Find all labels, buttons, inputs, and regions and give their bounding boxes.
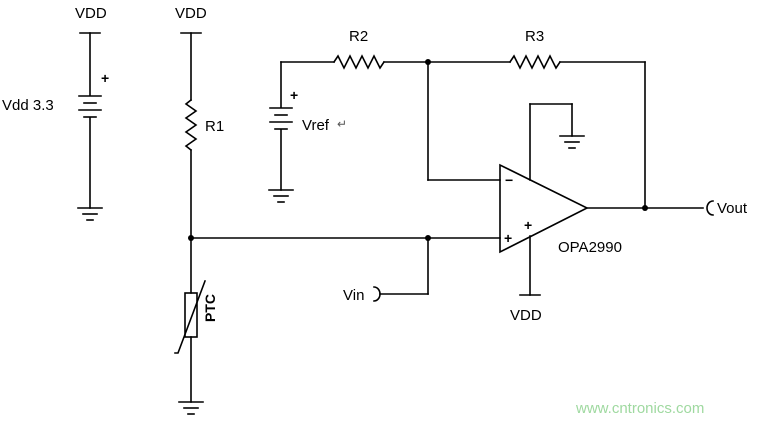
vin-input: Vin xyxy=(343,237,429,304)
resistor-r2 xyxy=(332,54,386,70)
ground-symbol-left xyxy=(77,207,103,221)
r1-label: R1 xyxy=(205,118,224,135)
vdd-left-label: VDD xyxy=(75,5,107,22)
vref-plus-sign: + xyxy=(290,87,298,103)
vref-source: + Vref ↵ xyxy=(268,61,347,203)
junction-dot-output xyxy=(642,205,648,211)
opamp-minus-sign: − xyxy=(505,172,513,188)
ground-symbol-ptc xyxy=(178,401,204,415)
r3-label: R3 xyxy=(525,28,544,45)
vref-label: Vref xyxy=(302,117,330,134)
resistor-r3 xyxy=(508,54,562,70)
ground-symbol-vref xyxy=(268,189,294,203)
opamp-opa2990: − + + OPA2990 xyxy=(499,163,622,256)
opamp-supply-plus-sign: + xyxy=(524,217,532,233)
watermark-text: www.cntronics.com xyxy=(575,400,704,417)
sensor-branch: VDD R1 PTC xyxy=(174,5,501,415)
vdd-bottom-label: VDD xyxy=(510,307,542,324)
opamp-plus-input-sign: + xyxy=(504,230,512,246)
battery-plus-sign: + xyxy=(101,70,109,86)
vin-label: Vin xyxy=(343,287,364,304)
ground-symbol-opamp xyxy=(559,135,585,149)
resistor-r1 xyxy=(184,98,198,152)
battery-voltage-label: Vdd 3.3 xyxy=(2,97,54,114)
vout-output: Vout xyxy=(706,200,748,217)
vdd-mid-label: VDD xyxy=(175,5,207,22)
vout-label: Vout xyxy=(717,200,748,217)
opamp-part-label: OPA2990 xyxy=(558,239,622,256)
thermistor-ptc: PTC xyxy=(174,279,218,354)
r2-label: R2 xyxy=(349,28,368,45)
ptc-label: PTC xyxy=(202,294,218,322)
vref-return-mark: ↵ xyxy=(337,117,347,131)
vdd-source-battery: VDD + Vdd 3.3 xyxy=(2,5,109,221)
